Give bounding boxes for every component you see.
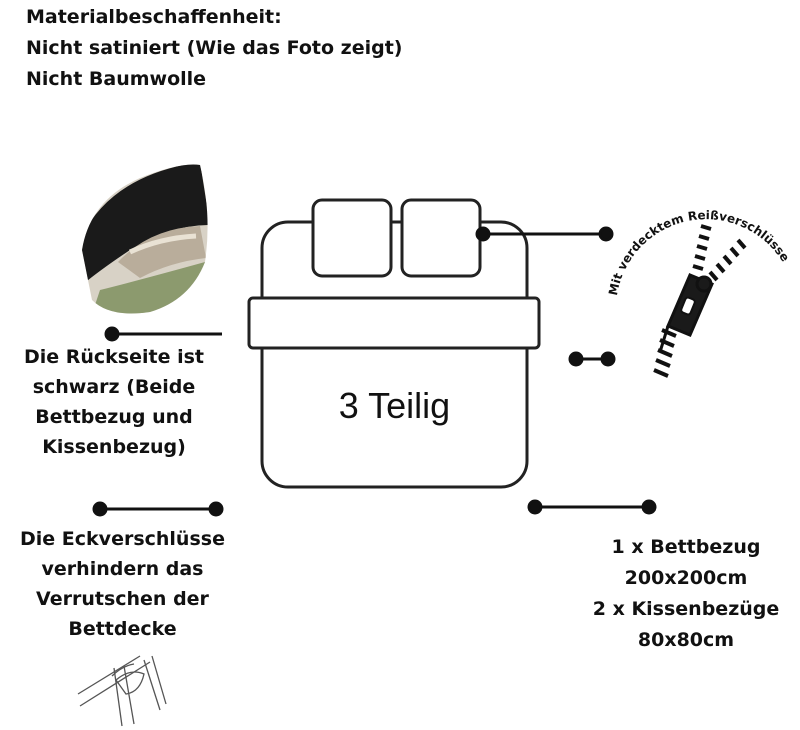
connector-lines <box>92 226 657 517</box>
bed-icon <box>247 198 541 489</box>
back-line-1: Die Rückseite ist <box>23 346 205 368</box>
back-line-4: Kissenbezug) <box>42 436 186 458</box>
corner-line-2: verhindern das <box>41 558 204 580</box>
corner-fastener-sketch <box>77 655 167 727</box>
back-line-3: Bettbezug und <box>35 406 193 428</box>
material-line-cotton: Nicht Baumwolle <box>26 68 207 90</box>
bed-piece-count: 3 Teilig <box>338 385 451 426</box>
size-line-duvet: 1 x Bettbezug <box>611 536 761 558</box>
corner-line-1: Die Eckverschlüsse <box>20 528 225 550</box>
fabric-photo <box>82 164 208 314</box>
blanket-fold <box>247 296 541 350</box>
pillow-left <box>311 198 393 278</box>
back-line-2: schwarz (Beide <box>32 376 196 398</box>
size-line-pillow-dim: 80x80cm <box>637 629 735 651</box>
back-side-info: Die Rückseite ist schwarz (Beide Bettbez… <box>0 342 228 462</box>
size-info: 1 x Bettbezug 200x200cm 2 x Kissenbezüge… <box>568 532 800 656</box>
size-line-pillow: 2 x Kissenbezüge <box>592 598 780 620</box>
corner-line-3: Verrutschen der <box>36 588 209 610</box>
size-line-duvet-dim: 200x200cm <box>624 567 748 589</box>
zipper-icon <box>653 224 747 378</box>
material-line-satin: Nicht satiniert (Wie das Foto zeigt) <box>26 37 403 59</box>
pillow-right <box>400 198 482 278</box>
corner-fastener-info: Die Eckverschlüsse verhindern das Verrut… <box>0 524 245 644</box>
material-heading: Materialbeschaffenheit: <box>26 6 282 28</box>
material-info: Materialbeschaffenheit: Nicht satiniert … <box>26 2 402 95</box>
corner-line-4: Bettdecke <box>68 618 177 640</box>
